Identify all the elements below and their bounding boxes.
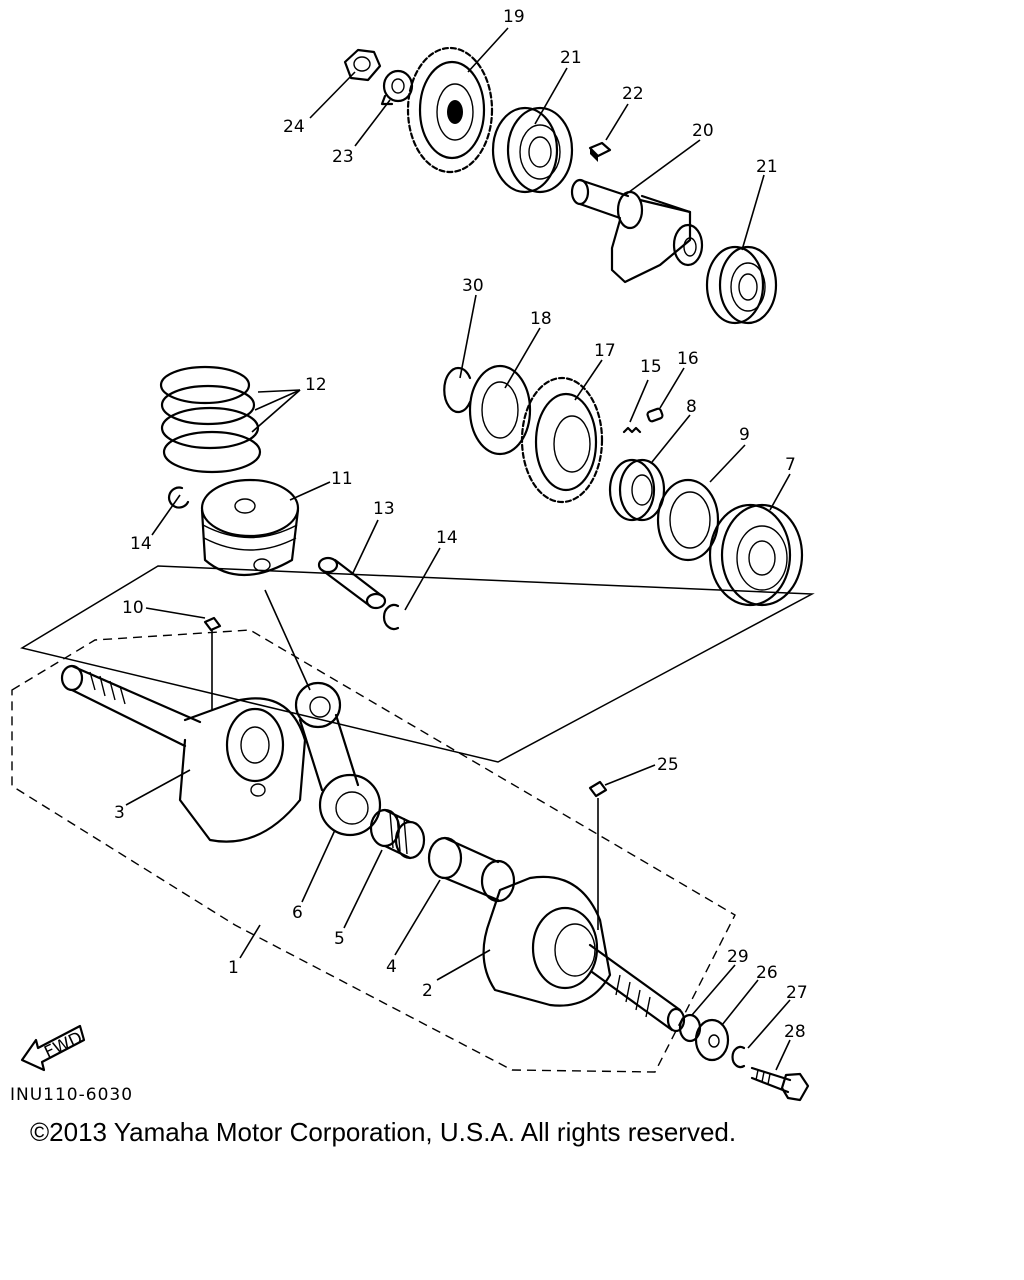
part-22-key bbox=[588, 141, 612, 162]
part-5-needle-bearing bbox=[369, 808, 426, 860]
label-26: 26 bbox=[756, 963, 778, 983]
label-14-right: 14 bbox=[436, 528, 458, 548]
label-29: 29 bbox=[727, 947, 749, 967]
label-7: 7 bbox=[785, 455, 796, 475]
part-17-gear bbox=[520, 376, 604, 504]
part-11-piston bbox=[200, 478, 300, 577]
label-18: 18 bbox=[530, 309, 552, 329]
label-14-left: 14 bbox=[130, 534, 152, 554]
label-4: 4 bbox=[386, 957, 397, 977]
part-3-left-crankshaft bbox=[60, 664, 307, 843]
part-15-spring bbox=[622, 426, 642, 434]
part-labels: 19 21 22 20 21 24 23 30 18 17 15 16 8 9 … bbox=[10, 7, 808, 1105]
part-9-washer bbox=[656, 478, 720, 562]
assembly-outline-solid bbox=[20, 565, 815, 763]
label-22: 22 bbox=[622, 84, 644, 104]
label-19: 19 bbox=[503, 7, 525, 27]
label-25: 25 bbox=[657, 755, 679, 775]
part-4-crank-pin bbox=[427, 836, 516, 903]
part-28-bolt bbox=[750, 1066, 810, 1102]
part-6-connecting-rod bbox=[294, 681, 382, 837]
label-21-upper: 21 bbox=[560, 48, 582, 68]
label-17: 17 bbox=[594, 341, 616, 361]
label-9: 9 bbox=[739, 425, 750, 445]
part-27-lock-washer bbox=[731, 1045, 746, 1069]
part-23-lock-washer bbox=[380, 69, 414, 106]
label-27: 27 bbox=[786, 983, 808, 1003]
label-5: 5 bbox=[334, 929, 345, 949]
label-16: 16 bbox=[677, 349, 699, 369]
label-1: 1 bbox=[228, 958, 239, 978]
part-14-circlip-right bbox=[382, 603, 400, 631]
label-11: 11 bbox=[331, 469, 353, 489]
label-2: 2 bbox=[422, 981, 433, 1001]
part-24-nut bbox=[343, 48, 382, 82]
part-14-circlip-left bbox=[167, 486, 190, 509]
label-12: 12 bbox=[305, 375, 327, 395]
part-25-key bbox=[588, 780, 608, 798]
part-13-piston-pin bbox=[317, 556, 387, 610]
label-3: 3 bbox=[114, 803, 125, 823]
label-13: 13 bbox=[373, 499, 395, 519]
part-21-bearing-lower bbox=[705, 245, 778, 325]
label-6: 6 bbox=[292, 903, 303, 923]
crankshaft-assembly-outline-dashed bbox=[11, 629, 736, 1073]
part-7-bearing bbox=[708, 503, 804, 607]
part-26-washer bbox=[694, 1018, 730, 1062]
part-2-right-crankshaft bbox=[482, 875, 686, 1033]
fwd-label: FWD bbox=[41, 1028, 85, 1063]
part-18-plate bbox=[468, 364, 532, 456]
label-10: 10 bbox=[122, 598, 144, 618]
label-28: 28 bbox=[784, 1022, 806, 1042]
part-10-key bbox=[203, 616, 222, 632]
label-24: 24 bbox=[283, 117, 305, 137]
label-30: 30 bbox=[462, 276, 484, 296]
diagram-code: INU110-6030 bbox=[10, 1085, 133, 1105]
label-21-lower: 21 bbox=[756, 157, 778, 177]
copyright-notice: ©2013 Yamaha Motor Corporation, U.S.A. A… bbox=[30, 1117, 737, 1147]
part-20-balancer-shaft bbox=[570, 178, 704, 284]
label-20: 20 bbox=[692, 121, 714, 141]
part-21-bearing-upper bbox=[491, 106, 574, 194]
label-8: 8 bbox=[686, 397, 697, 417]
part-30-circlip bbox=[443, 366, 472, 414]
label-23: 23 bbox=[332, 147, 354, 167]
part-12-piston-rings bbox=[159, 365, 262, 474]
leader-lines bbox=[125, 27, 791, 1071]
part-8-hub bbox=[608, 458, 666, 522]
forward-direction-arrow: FWD bbox=[20, 1024, 86, 1072]
part-19-drive-gear bbox=[406, 46, 494, 174]
label-15: 15 bbox=[640, 357, 662, 377]
part-16-pin bbox=[646, 407, 664, 423]
exploded-parts-diagram: FWD bbox=[10, 7, 815, 1105]
